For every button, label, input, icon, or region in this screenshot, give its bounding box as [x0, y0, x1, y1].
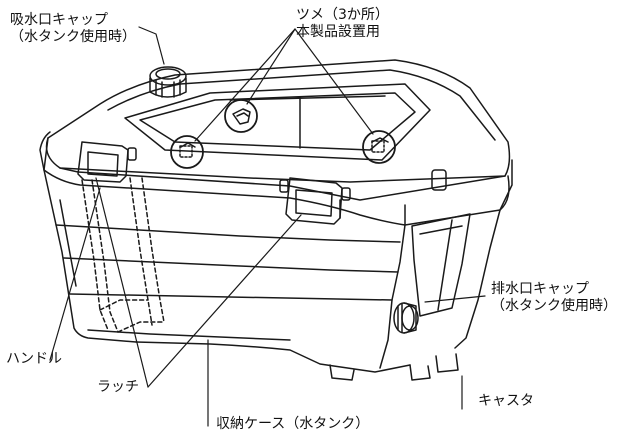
case-body-drawing: [43, 169, 501, 381]
label-case: 収納ケース（水タンク）: [216, 416, 370, 432]
drain-cap-drawing: [393, 302, 419, 334]
label-drain-cap-line1: 排水口キャップ: [491, 281, 589, 297]
label-intake-cap-line2: （水タンク使用時）: [10, 29, 136, 45]
label-claws-line2: 本製品設置用: [296, 24, 380, 40]
intake-cap-drawing: [149, 66, 187, 98]
claws-drawing: [170, 99, 396, 169]
label-handle: ハンドル: [6, 351, 62, 367]
label-intake-cap: 吸水口キャップ （水タンク使用時）: [10, 12, 136, 46]
latch-drawing: [77, 141, 447, 225]
label-intake-cap-line1: 吸水口キャップ: [10, 12, 108, 28]
lid-drawing: [39, 59, 513, 226]
label-claws: ツメ（3か所） 本製品設置用: [296, 7, 389, 41]
label-claws-line1: ツメ（3か所）: [296, 7, 389, 23]
label-drain-cap-line2: （水タンク使用時）: [491, 298, 617, 314]
label-caster: キャスタ: [478, 393, 534, 409]
label-drain-cap: 排水口キャップ （水タンク使用時）: [491, 281, 617, 315]
label-latch: ラッチ: [97, 379, 139, 395]
leader-lines: [49, 26, 486, 427]
